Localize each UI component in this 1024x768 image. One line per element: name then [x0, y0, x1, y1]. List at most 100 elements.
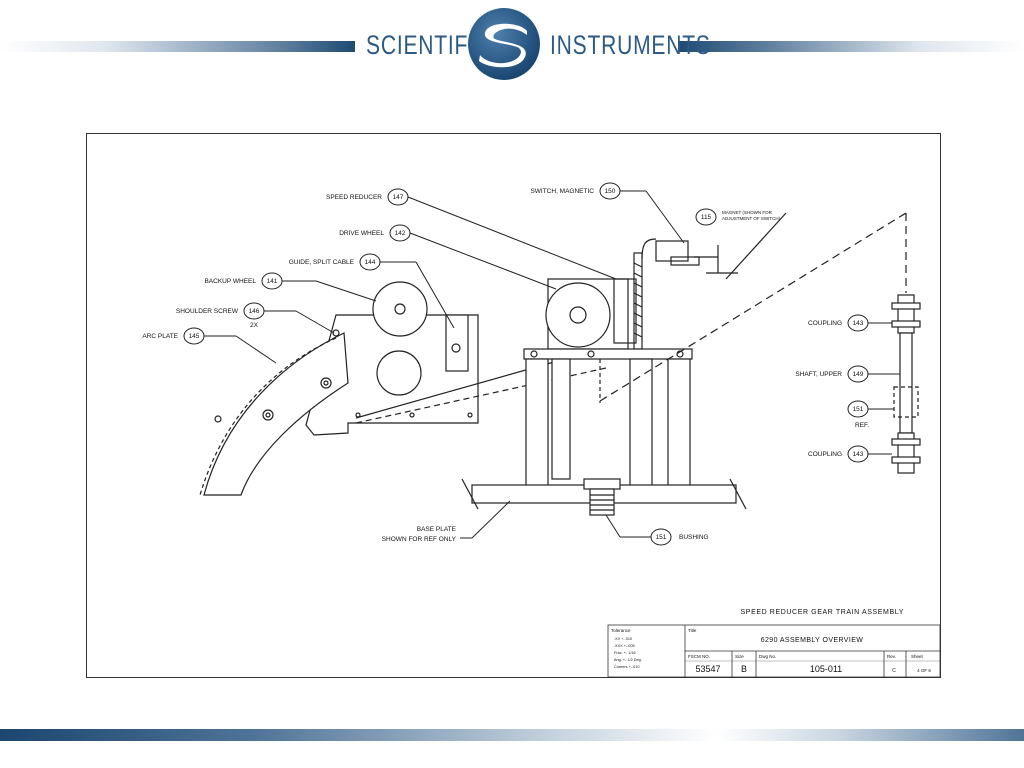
- size-heading: Size: [735, 654, 744, 659]
- page-footer-rule: [0, 729, 1024, 741]
- callout-number: 143: [853, 320, 864, 327]
- callout-number: 142: [395, 230, 406, 237]
- plate-nut: [676, 350, 684, 358]
- guide-screw: [451, 343, 461, 353]
- header-rule-right: [678, 41, 1024, 52]
- tolerance-heading: Tolerance: [611, 628, 631, 633]
- callout-number: 147: [393, 194, 404, 201]
- base-plate-note-line2: SHOWN FOR REF ONLY: [382, 536, 457, 543]
- assembly-drawing: SPEED REDUCER 147 DRIVE WHEEL 142 GUIDE,…: [86, 133, 941, 678]
- plate-nut: [587, 350, 595, 358]
- magnet-detail-leader: [725, 212, 787, 280]
- magnetic-switch: [655, 240, 689, 262]
- reference-part-outline: [893, 386, 919, 418]
- brand-name-right: INSTRUMENTS: [550, 30, 711, 60]
- center-assembly: [461, 212, 907, 516]
- mounting-hole: [262, 409, 274, 421]
- arc-plate: [203, 332, 349, 496]
- callout-coupling-bottom: COUPLING 143: [808, 445, 892, 463]
- magnet-note-line2: ADJUSTMENT OF SWITCH): [722, 216, 781, 221]
- fscm-heading: FSCM NO.: [688, 654, 710, 659]
- tolerance-line: Corners +-.010: [614, 665, 639, 669]
- company-logo-icon: [468, 8, 540, 80]
- speed-reducer-side: [613, 278, 637, 344]
- tolerance-line: .XXX +-.005: [614, 644, 635, 648]
- callout-label: SWITCH, MAGNETIC: [530, 188, 594, 195]
- callout-number: 144: [365, 259, 376, 266]
- coupling-lower-flange: [891, 456, 921, 464]
- mounting-plate: [305, 314, 479, 436]
- callouts: SPEED REDUCER 147 DRIVE WHEEL 142 GUIDE,…: [142, 182, 900, 546]
- callout-magnet: 115 MAGNET (SHOWN FOR ADJUSTMENT OF SWIT…: [695, 208, 781, 226]
- callout-label: ARC PLATE: [142, 333, 178, 340]
- callout-reference-part: 151 REF.: [847, 400, 894, 429]
- bushing-body: [589, 488, 615, 516]
- standoff-leg: [551, 358, 571, 480]
- title-heading: Title: [688, 628, 697, 633]
- backup-wheel-hub: [394, 303, 406, 315]
- shaft-assembly: [891, 294, 921, 474]
- drawing-title: 6290 ASSEMBLY OVERVIEW: [761, 637, 864, 644]
- callout-number: 115: [701, 214, 712, 221]
- callout-speed-reducer: SPEED REDUCER 147: [326, 188, 617, 280]
- callout-label: COUPLING: [808, 451, 842, 458]
- title-block-text: Tolerance .XX +-.010 .XXX +-.005 Frac. +…: [611, 628, 931, 674]
- sheet-heading: Sheet: [911, 654, 924, 659]
- coupling-upper-flange: [891, 320, 921, 328]
- mounting-hole-center: [265, 412, 271, 418]
- mounting-hole-center: [323, 380, 329, 386]
- callout-label: SHOULDER SCREW: [176, 308, 239, 315]
- tolerance-line: .XX +-.010: [614, 637, 632, 641]
- standoff-leg: [525, 358, 549, 490]
- callout-number: 149: [853, 371, 864, 378]
- callout-shaft-upper: SHAFT, UPPER 149: [795, 365, 900, 383]
- size-value: B: [741, 664, 747, 674]
- callout-label: BUSHING: [679, 534, 709, 541]
- backup-wheel: [372, 281, 428, 337]
- bushing-flange: [583, 478, 621, 490]
- callout-guide: GUIDE, SPLIT CABLE 144: [289, 253, 455, 329]
- callout-base-plate: BASE PLATE SHOWN FOR REF ONLY: [382, 500, 511, 543]
- base-plate-note-line1: BASE PLATE: [417, 526, 457, 533]
- callout-label: DRIVE WHEEL: [339, 230, 384, 237]
- drawing-frame: [86, 133, 941, 678]
- guide-split-cable: [445, 314, 469, 372]
- header-rule-left: [0, 41, 355, 52]
- callout-number: 151: [656, 534, 667, 541]
- tolerance-line: Ang. +- 1/2 Deg.: [614, 658, 642, 662]
- break-line: [461, 478, 479, 510]
- tolerance-line: Frac. +- 1/16: [614, 651, 636, 655]
- callout-switch: SWITCH, MAGNETIC 150: [530, 182, 685, 244]
- title-block: [607, 624, 941, 678]
- mounting-hole: [214, 415, 222, 423]
- shaft-axis-line: [599, 212, 907, 402]
- sheet-value: 4 OF 6: [917, 668, 931, 673]
- dwg-number: 105-011: [810, 664, 842, 674]
- dwg-heading: Dwg No.: [759, 654, 776, 659]
- callout-coupling-top: COUPLING 143: [808, 314, 892, 332]
- drive-wheel-hub: [569, 306, 587, 324]
- threaded-rod-threads: [633, 262, 643, 338]
- callout-label: COUPLING: [808, 320, 842, 327]
- shoulder-screw: [332, 329, 340, 337]
- rail-hole: [355, 412, 361, 418]
- callout-number: 145: [189, 333, 200, 340]
- callout-label: SHAFT, UPPER: [795, 371, 842, 378]
- mounting-hole: [320, 377, 332, 389]
- callout-number: 146: [249, 308, 260, 315]
- rev-heading: Rev.: [887, 654, 896, 659]
- standoff-leg: [629, 358, 653, 490]
- callout-number: 141: [267, 278, 278, 285]
- break-line: [729, 478, 747, 510]
- magnet-detail-lines: [694, 245, 738, 274]
- coupling-upper-flange: [891, 302, 921, 310]
- callout-label: SPEED REDUCER: [326, 194, 382, 201]
- magnet-holder: [670, 256, 700, 266]
- standoff-leg: [667, 358, 691, 490]
- page-header: SCIENTIFIC INSTRUMENTS: [0, 0, 1024, 100]
- mounting-top-plate: [523, 348, 693, 360]
- lower-wheel: [376, 350, 422, 396]
- rev-value: C: [892, 668, 896, 674]
- rail-hole: [409, 412, 415, 418]
- callout-qty: 2X: [250, 322, 259, 329]
